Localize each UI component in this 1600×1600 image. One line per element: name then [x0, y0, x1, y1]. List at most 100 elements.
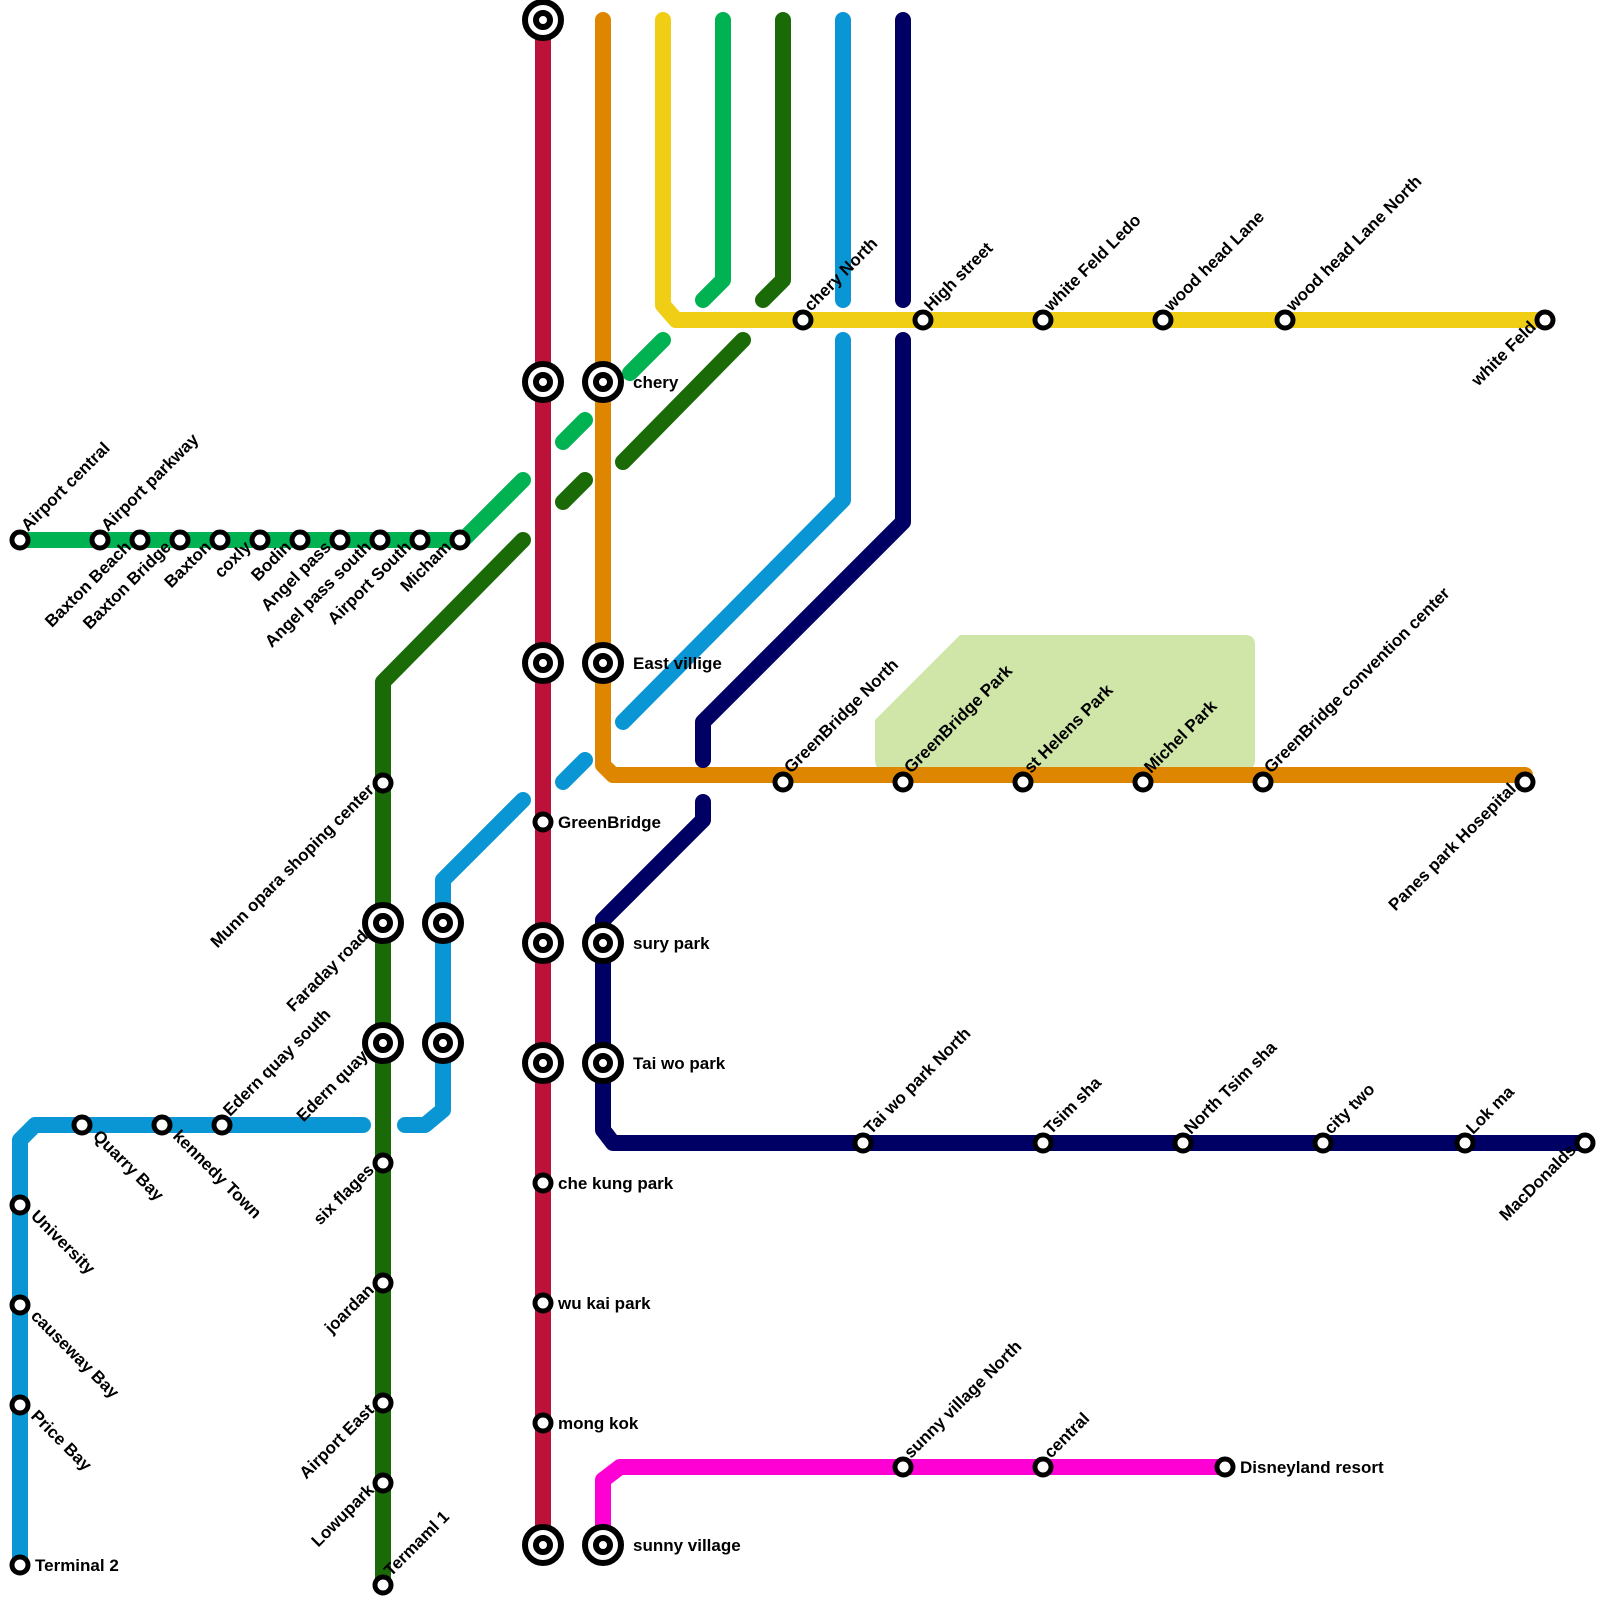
line-yellow[interactable] [655, 12, 1553, 328]
station-macdonalds[interactable] [1574, 1132, 1596, 1154]
station-micham[interactable] [449, 529, 471, 551]
line-blue[interactable] [12, 12, 851, 1573]
station-causeway-bay[interactable] [9, 1294, 31, 1316]
station-greenbridge[interactable] [532, 811, 554, 833]
station-label-terminal-2: Terminal 2 [35, 1556, 119, 1575]
interchange-sunny-village[interactable] [582, 1524, 624, 1566]
station-baxton[interactable] [209, 529, 231, 551]
line-magenta[interactable] [595, 1459, 1233, 1553]
line-light-green-seg1[interactable] [622, 332, 671, 381]
station-label-kennedy-town: kennedy Town [169, 1126, 265, 1222]
station-sunny-village-north[interactable] [892, 1456, 914, 1478]
interchange-station-7[interactable] [522, 1042, 564, 1084]
station-wood-head-lane[interactable] [1152, 309, 1174, 331]
station-label-wu-kai-park: wu kai park [557, 1294, 651, 1313]
interchange-tai-wo-park[interactable] [582, 1042, 624, 1084]
station-airport-south[interactable] [409, 529, 431, 551]
line-dark-green-seg2[interactable] [555, 472, 593, 510]
station-central[interactable] [1032, 1456, 1054, 1478]
station-michel-park[interactable] [1132, 771, 1154, 793]
line-navy-seg1[interactable] [695, 332, 911, 768]
interchange-station-10[interactable] [422, 902, 464, 944]
station-joardan[interactable] [372, 1272, 394, 1294]
line-blue-seg1[interactable] [615, 332, 851, 730]
station-baxton-beach[interactable] [129, 529, 151, 551]
line-dark-green-seg1[interactable] [615, 332, 751, 470]
station-chery-north[interactable] [792, 309, 814, 331]
station-label-munn-opara-shoping-center: Munn opara shoping center [207, 780, 378, 951]
station-airport-parkway[interactable] [89, 529, 111, 551]
line-magenta-path[interactable] [595, 1459, 1233, 1553]
line-light-green-seg2[interactable] [555, 412, 593, 450]
station-label-white-feld-ledo: white Feld Ledo [1040, 211, 1145, 316]
station-baxton-bridge[interactable] [169, 529, 191, 551]
station-price-bay[interactable] [9, 1394, 31, 1416]
line-dark-green-vert[interactable] [755, 12, 791, 308]
station-panes-park-hosepital[interactable] [1514, 771, 1536, 793]
station-label-mong-kok: mong kok [558, 1414, 639, 1433]
station-label-central: central [1040, 1409, 1093, 1462]
station-wood-head-lane-north[interactable] [1274, 309, 1296, 331]
station-label-termaml-1: Termaml 1 [380, 1507, 453, 1580]
interchange-station-5[interactable] [522, 922, 564, 964]
station-greenbridge-convention-center[interactable] [1252, 771, 1274, 793]
station-label-six-flages: six flages [310, 1160, 378, 1228]
line-blue-seg2[interactable] [555, 752, 593, 790]
station-white-feld[interactable] [1534, 309, 1556, 331]
interchange-chery[interactable] [582, 361, 624, 403]
station-label-joardan: joardan [320, 1280, 378, 1338]
station-mong-kok[interactable] [532, 1412, 554, 1434]
station-wu-kai-park[interactable] [532, 1292, 554, 1314]
station-greenbridge-north[interactable] [772, 771, 794, 793]
station-label-faraday-road: Faraday road [283, 926, 372, 1015]
station-terminal-2[interactable] [9, 1554, 31, 1576]
station-label-airport-parkway: Airport parkway [97, 429, 202, 534]
station-university[interactable] [9, 1194, 31, 1216]
station-lowupark[interactable] [372, 1472, 394, 1494]
line-yellow-path[interactable] [655, 12, 1553, 328]
interchange-station-0[interactable] [522, 0, 564, 41]
interchange-sury-park[interactable] [582, 922, 624, 964]
station-angel-pass-south[interactable] [369, 529, 391, 551]
station-label-greenbridge-convention-center: GreenBridge convention center [1260, 583, 1453, 776]
interchange-inner-ring [593, 933, 613, 953]
interchange-faraday-road[interactable] [362, 902, 404, 944]
station-tai-wo-park-north[interactable] [852, 1132, 874, 1154]
station-munn-opara-shoping-center[interactable] [372, 772, 394, 794]
station-city-two[interactable] [1312, 1132, 1334, 1154]
station-coxly[interactable] [249, 529, 271, 551]
station-high-street[interactable] [912, 309, 934, 331]
interchange-east-villige[interactable] [582, 642, 624, 684]
station-st-helens-park[interactable] [1012, 771, 1034, 793]
station-disneyland-resort[interactable] [1214, 1456, 1236, 1478]
station-six-flages[interactable] [372, 1152, 394, 1174]
line-light-green-vert[interactable] [695, 12, 731, 308]
station-termaml-1[interactable] [372, 1574, 394, 1596]
interchange-station-1[interactable] [522, 361, 564, 403]
line-blue-seg3[interactable] [397, 792, 531, 1133]
station-angel-pass[interactable] [329, 529, 351, 551]
station-lok-ma[interactable] [1454, 1132, 1476, 1154]
line-dark-green-seg3[interactable] [375, 532, 531, 1593]
interchange-inner-ring [433, 913, 453, 933]
station-airport-central[interactable] [9, 529, 31, 551]
station-bodin[interactable] [289, 529, 311, 551]
station-kennedy-town[interactable] [151, 1114, 173, 1136]
station-che-kung-park[interactable] [532, 1172, 554, 1194]
station-greenbridge-park[interactable] [892, 771, 914, 793]
interchange-station-3[interactable] [522, 642, 564, 684]
interchange-inner-ring [533, 1535, 553, 1555]
line-navy-seg2[interactable] [595, 794, 1593, 1151]
line-blue-seg4[interactable] [12, 1117, 371, 1573]
station-airport-east[interactable] [372, 1392, 394, 1414]
line-navy[interactable] [595, 12, 1593, 1151]
station-quarry-bay[interactable] [71, 1114, 93, 1136]
interchange-edern-quay[interactable] [362, 1022, 404, 1064]
interchange-station-13[interactable] [522, 1524, 564, 1566]
station-tsim-sha[interactable] [1032, 1132, 1054, 1154]
interchange-station-12[interactable] [422, 1022, 464, 1064]
station-north-tsim-sha[interactable] [1172, 1132, 1194, 1154]
station-white-feld-ledo[interactable] [1032, 309, 1054, 331]
station-edern-quay-south[interactable] [211, 1114, 233, 1136]
